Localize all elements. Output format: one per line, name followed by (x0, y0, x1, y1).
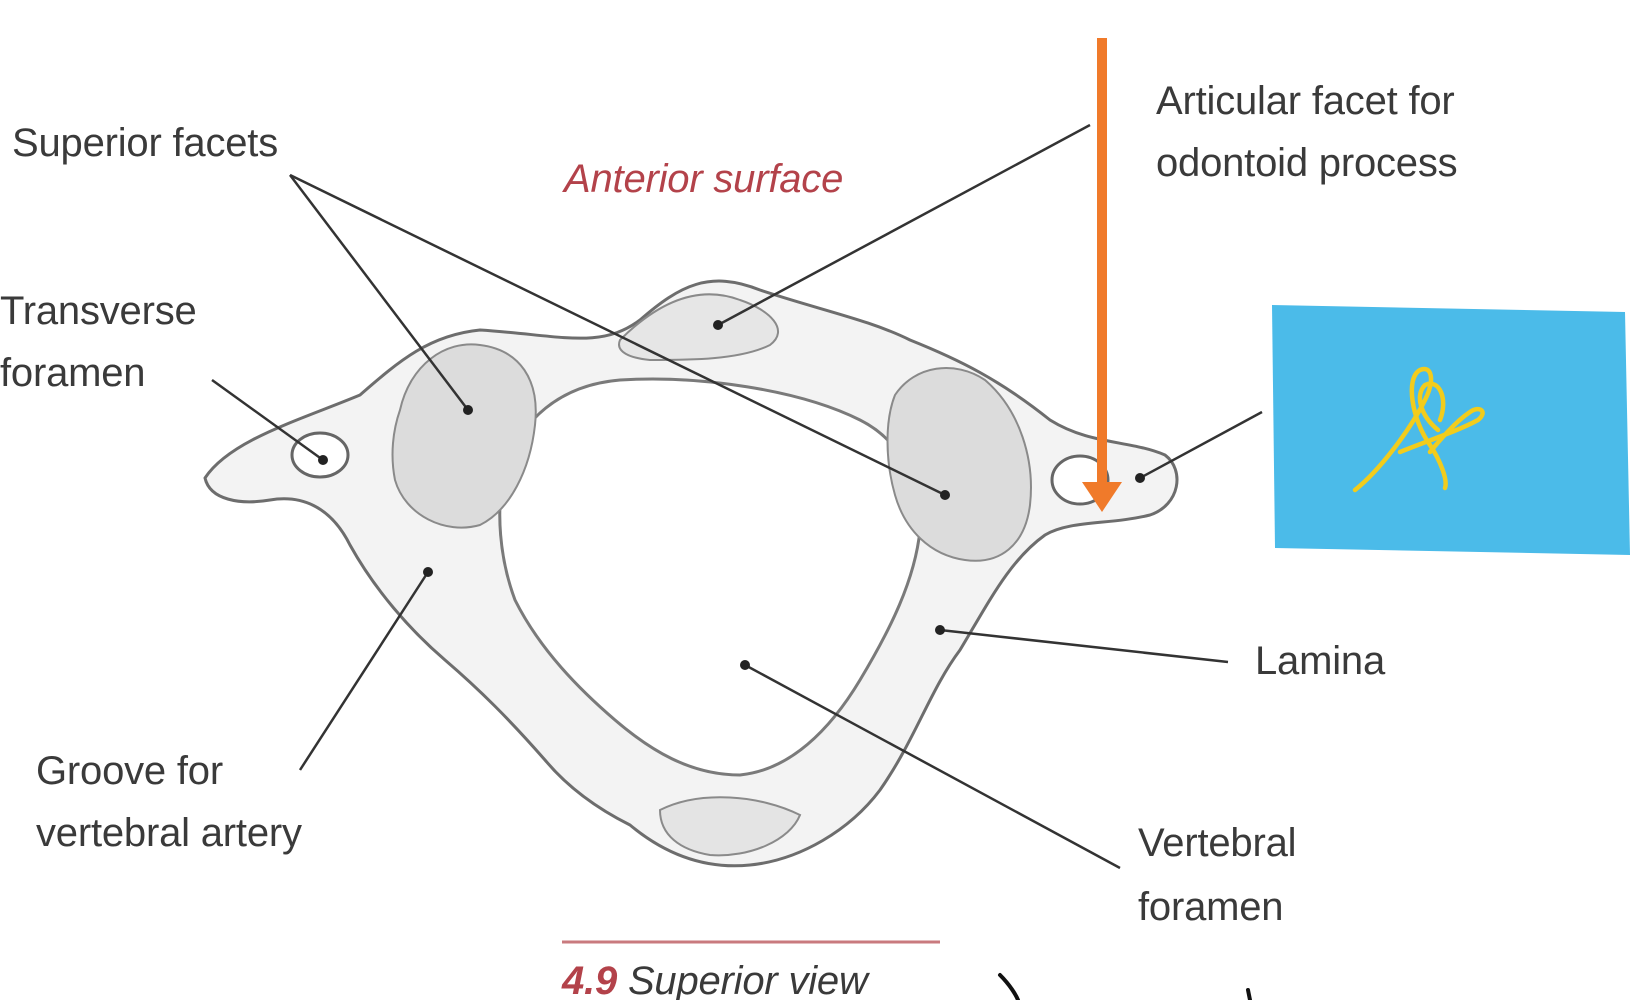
pointer-dot (713, 320, 723, 330)
left-superior-facet (391, 343, 537, 529)
caption-text: Superior view (627, 959, 868, 1000)
orange-arrow-annotation (1082, 38, 1122, 512)
handwritten-stroke (1246, 988, 1252, 1000)
label-transverse-foramen-line1: Transverse (0, 289, 197, 333)
label-anterior-surface: Anterior surface (564, 157, 844, 201)
leader-superior-facet-left (289, 174, 469, 411)
leader-groove (298, 571, 430, 771)
pointer-dot (740, 660, 750, 670)
pointer-dot (1135, 473, 1145, 483)
label-vertebral-foramen-line2: foramen (1138, 885, 1284, 929)
label-superior-facets: Superior facets (12, 121, 279, 165)
left-transverse-foramen (290, 431, 350, 479)
leader-right-transverse (1139, 410, 1263, 480)
label-transverse-foramen-line2: foramen (0, 351, 146, 395)
label-articular-facet-line1: Articular facet for (1156, 79, 1455, 123)
label-lamina: Lamina (1255, 639, 1385, 683)
label-groove-line2: vertebral artery (36, 811, 302, 855)
leader-vertebral-foramen (744, 663, 1121, 870)
vertebral-foramen-opening (498, 377, 922, 777)
leader-superior-facet-right (289, 173, 946, 497)
orange-arrow-shaft (1097, 38, 1107, 486)
figure-caption: 4.9 Superior view (562, 950, 868, 1000)
caption-number: 4.9 (562, 959, 618, 1000)
pointer-dot (935, 625, 945, 635)
pointer-dot (940, 490, 950, 500)
pointer-dot (318, 455, 328, 465)
right-superior-facet (886, 367, 1032, 562)
handwritten-stroke (998, 973, 1020, 1000)
leader-lamina (939, 628, 1229, 664)
posterior-arch (658, 796, 802, 857)
label-groove-line1: Groove for (36, 749, 223, 793)
label-vertebral-foramen-line1: Vertebral (1138, 821, 1297, 865)
leader-articular-facet (717, 123, 1091, 327)
sticky-note-annotation (1272, 305, 1630, 555)
leader-transverse-foramen (211, 378, 324, 462)
atlas-bone (203, 279, 1179, 868)
orange-arrow-head (1082, 482, 1122, 512)
label-articular-facet-line2: odontoid process (1156, 141, 1458, 185)
anterior-arch (618, 293, 780, 362)
signature-scribble (1352, 366, 1485, 493)
leader-lines (211, 123, 1263, 870)
pointer-dot (463, 405, 473, 415)
pointer-dot (423, 567, 433, 577)
